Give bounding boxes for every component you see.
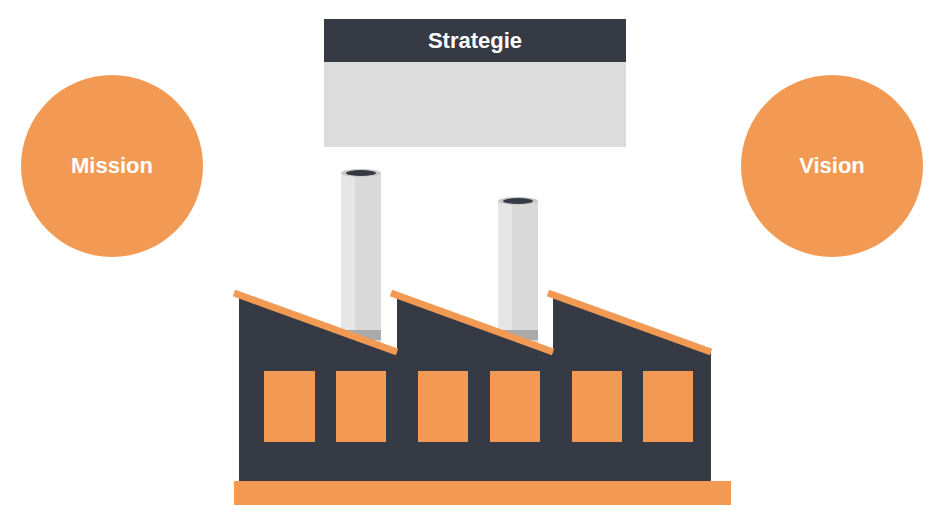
circle-label: Mission xyxy=(71,153,153,179)
factory-base xyxy=(234,481,731,505)
chimney xyxy=(341,169,381,343)
window xyxy=(264,371,693,442)
strategy-box: Strategie xyxy=(324,19,626,147)
vision-circle: Vision xyxy=(741,75,923,257)
box-title: Strategie xyxy=(428,28,522,54)
mission-circle: Mission xyxy=(21,75,203,257)
roof-edge xyxy=(234,293,711,352)
box-header: Strategie xyxy=(324,19,626,62)
circle-label: Vision xyxy=(799,153,865,179)
circle-fill xyxy=(21,75,203,257)
circle-fill xyxy=(741,75,923,257)
chimney xyxy=(498,197,538,343)
